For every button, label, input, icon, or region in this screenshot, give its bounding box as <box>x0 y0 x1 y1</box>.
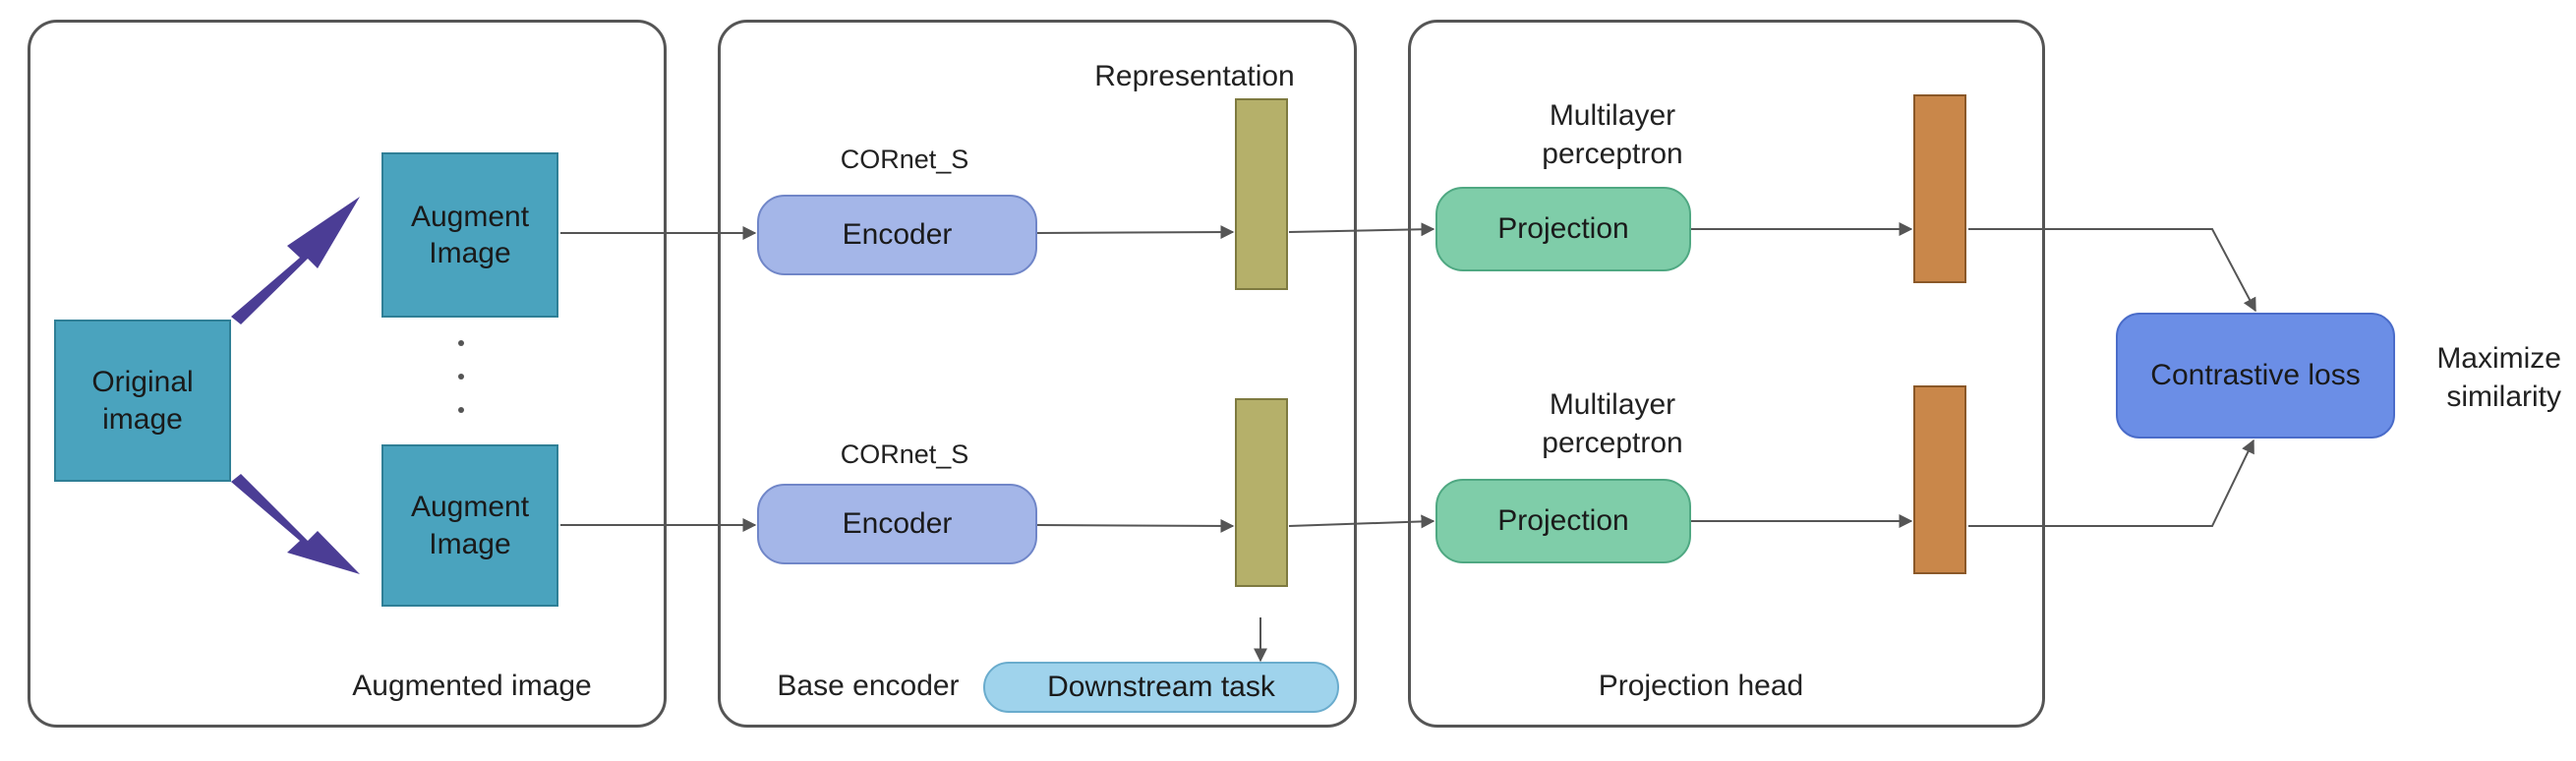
projection-vector-top <box>1913 94 1966 283</box>
encoder-bottom-model-label: CORnet_S <box>840 439 969 469</box>
projection-top-text: Projection <box>1497 212 1629 246</box>
augment-image-top-text: Augment Image <box>410 200 530 270</box>
representation-vector-top <box>1235 98 1288 290</box>
encoder-top-model-label: CORnet_S <box>840 145 969 174</box>
encoder-bottom-box: Encoder <box>757 484 1037 564</box>
augmented-image-panel-title: Augmented image <box>352 670 592 702</box>
mlp-bottom-label: Multilayer perceptron <box>1542 388 1683 459</box>
projection-bottom-text: Projection <box>1497 504 1629 538</box>
representation-vector-bottom <box>1235 398 1288 587</box>
ellipsis-dot <box>458 407 464 413</box>
arrow-vector-to-loss-bottom <box>1968 439 2254 527</box>
big-arrow-up <box>231 197 360 324</box>
projection-head-panel-title: Projection head <box>1598 670 1804 702</box>
ellipsis-dot <box>458 340 464 346</box>
downstream-task-text: Downstream task <box>1047 671 1275 704</box>
augment-image-bottom-text: Augment Image <box>410 491 530 560</box>
projection-bottom-box: Projection <box>1435 479 1691 563</box>
arrow-rep-to-projection-bottom <box>1288 514 1435 529</box>
mlp-top-label: Multilayer perceptron <box>1542 99 1683 170</box>
encoder-top-box: Encoder <box>757 195 1037 275</box>
encoder-bottom-text: Encoder <box>842 507 953 541</box>
projection-vector-bottom <box>1913 385 1966 574</box>
ellipsis-dot <box>458 374 464 380</box>
original-image-text: Original image <box>91 366 194 436</box>
projection-top-box: Projection <box>1435 187 1691 271</box>
original-image-box: Original image <box>54 320 231 482</box>
augment-image-bottom-box: Augment Image <box>381 444 558 607</box>
contrastive-loss-box: Contrastive loss <box>2116 313 2395 439</box>
base-encoder-panel-title: Base encoder <box>777 670 960 702</box>
arrow-encoder-to-rep-top <box>1036 225 1235 240</box>
augment-image-top-box: Augment Image <box>381 152 558 318</box>
big-arrow-down <box>231 474 360 574</box>
encoder-top-text: Encoder <box>842 218 953 252</box>
downstream-task-box: Downstream task <box>983 662 1339 713</box>
maximize-similarity-label: Maximize similarity <box>2436 342 2561 413</box>
arrow-vector-to-loss-top <box>1968 228 2256 313</box>
contrastive-loss-text: Contrastive loss <box>2150 359 2361 392</box>
representation-label: Representation <box>1094 60 1295 92</box>
arrow-rep-to-projection-top <box>1288 222 1435 237</box>
arrow-encoder-to-rep-bottom <box>1036 518 1235 533</box>
